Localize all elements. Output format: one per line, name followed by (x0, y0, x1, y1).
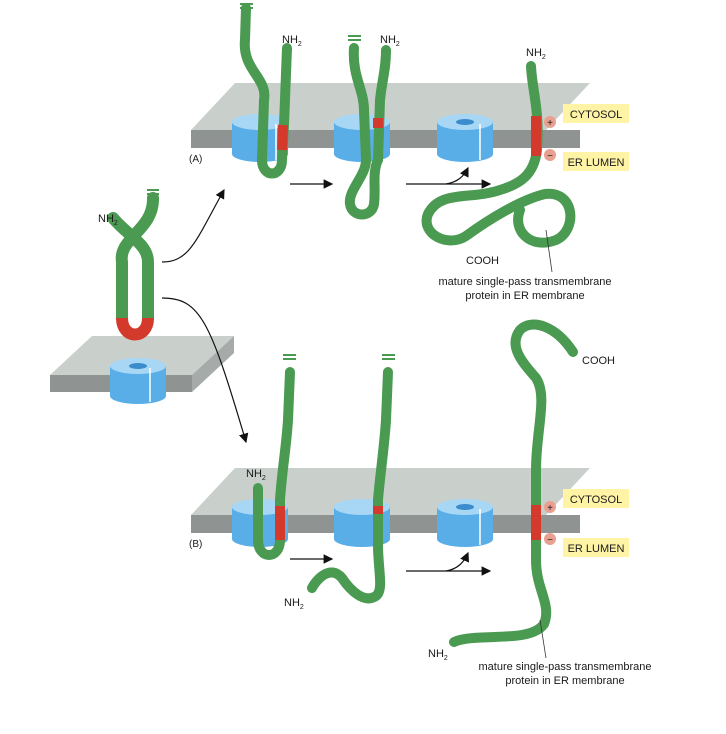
truncation-marks-b2 (382, 354, 395, 360)
minus-sign-b: − (547, 535, 553, 546)
plus-charge-b (544, 501, 556, 513)
protein-chain-start (107, 192, 160, 324)
protein-chain-b2 (307, 367, 393, 604)
signal-anchor-start (116, 317, 154, 341)
cytosol-label-box-b (563, 489, 629, 508)
minus-charge-b (544, 533, 556, 545)
plus-sign-b: + (547, 503, 553, 514)
cooh-label-b: COOH (582, 355, 615, 367)
translocon-a3 (437, 114, 493, 162)
panel-a: NH2 NH2 NH2 + − CYT (189, 3, 629, 302)
panel-b: NH2 NH2 COOH + − CY (189, 319, 652, 687)
release-arrow-a (445, 166, 469, 185)
er-lumen-label-a: ER LUMEN (568, 157, 625, 169)
nh2-label-a3: NH2 (526, 47, 546, 61)
caption-b-line1: mature single-pass transmembrane (478, 661, 651, 673)
caption-a-line2: protein in ER membrane (465, 290, 584, 302)
panel-a-label: (A) (189, 154, 202, 165)
nh2-label-b2: NH2 (284, 597, 304, 611)
membrane-side-start (192, 336, 234, 392)
arrow-to-panel-b (161, 297, 249, 444)
truncation-marks-b1 (283, 354, 296, 360)
truncation-marks-a1 (240, 3, 253, 9)
membrane-top-a (191, 83, 590, 130)
minus-sign-a: − (547, 151, 553, 162)
nh2-label-start: NH2 (98, 213, 118, 227)
caption-leader-b (539, 619, 547, 659)
plus-charge-a (544, 116, 556, 128)
membrane-top-b (191, 468, 590, 515)
minus-charge-a (544, 149, 556, 161)
signal-anchor-a1 (277, 124, 288, 151)
er-lumen-label-box-b (563, 538, 629, 557)
cooh-label-a: COOH (466, 255, 499, 267)
cytosol-label-b: CYTOSOL (570, 494, 622, 506)
cytosol-label-a: CYTOSOL (570, 109, 622, 121)
truncation-marks-start (147, 189, 159, 195)
release-arrow-b (445, 551, 469, 572)
nh2-label-b3: NH2 (428, 648, 448, 662)
caption-b-line2: protein in ER membrane (505, 675, 624, 687)
plus-sign-a: + (547, 118, 553, 129)
membrane-top-start (50, 336, 234, 375)
protein-chain-a1 (239, 3, 292, 179)
nh2-label-a2: NH2 (380, 34, 400, 48)
er-lumen-label-box-a (563, 152, 629, 171)
arrow-to-panel-a (161, 188, 225, 263)
nh2-label-b1: NH2 (246, 468, 266, 482)
translocon-start (110, 358, 166, 404)
truncation-marks-a2 (348, 35, 361, 41)
nh2-label-a1: NH2 (282, 34, 302, 48)
caption-a-line1: mature single-pass transmembrane (438, 276, 611, 288)
protein-chain-b1 (253, 367, 295, 560)
translocon-b3 (437, 499, 493, 547)
er-lumen-label-b: ER LUMEN (568, 543, 625, 555)
mature-protein-b (449, 319, 578, 647)
protein-chain-a2 (344, 43, 391, 220)
panel-b-label: (B) (189, 539, 202, 550)
caption-leader-a (545, 229, 553, 273)
starting-protein-group: NH2 (50, 189, 234, 404)
cytosol-label-box-a (563, 104, 629, 123)
